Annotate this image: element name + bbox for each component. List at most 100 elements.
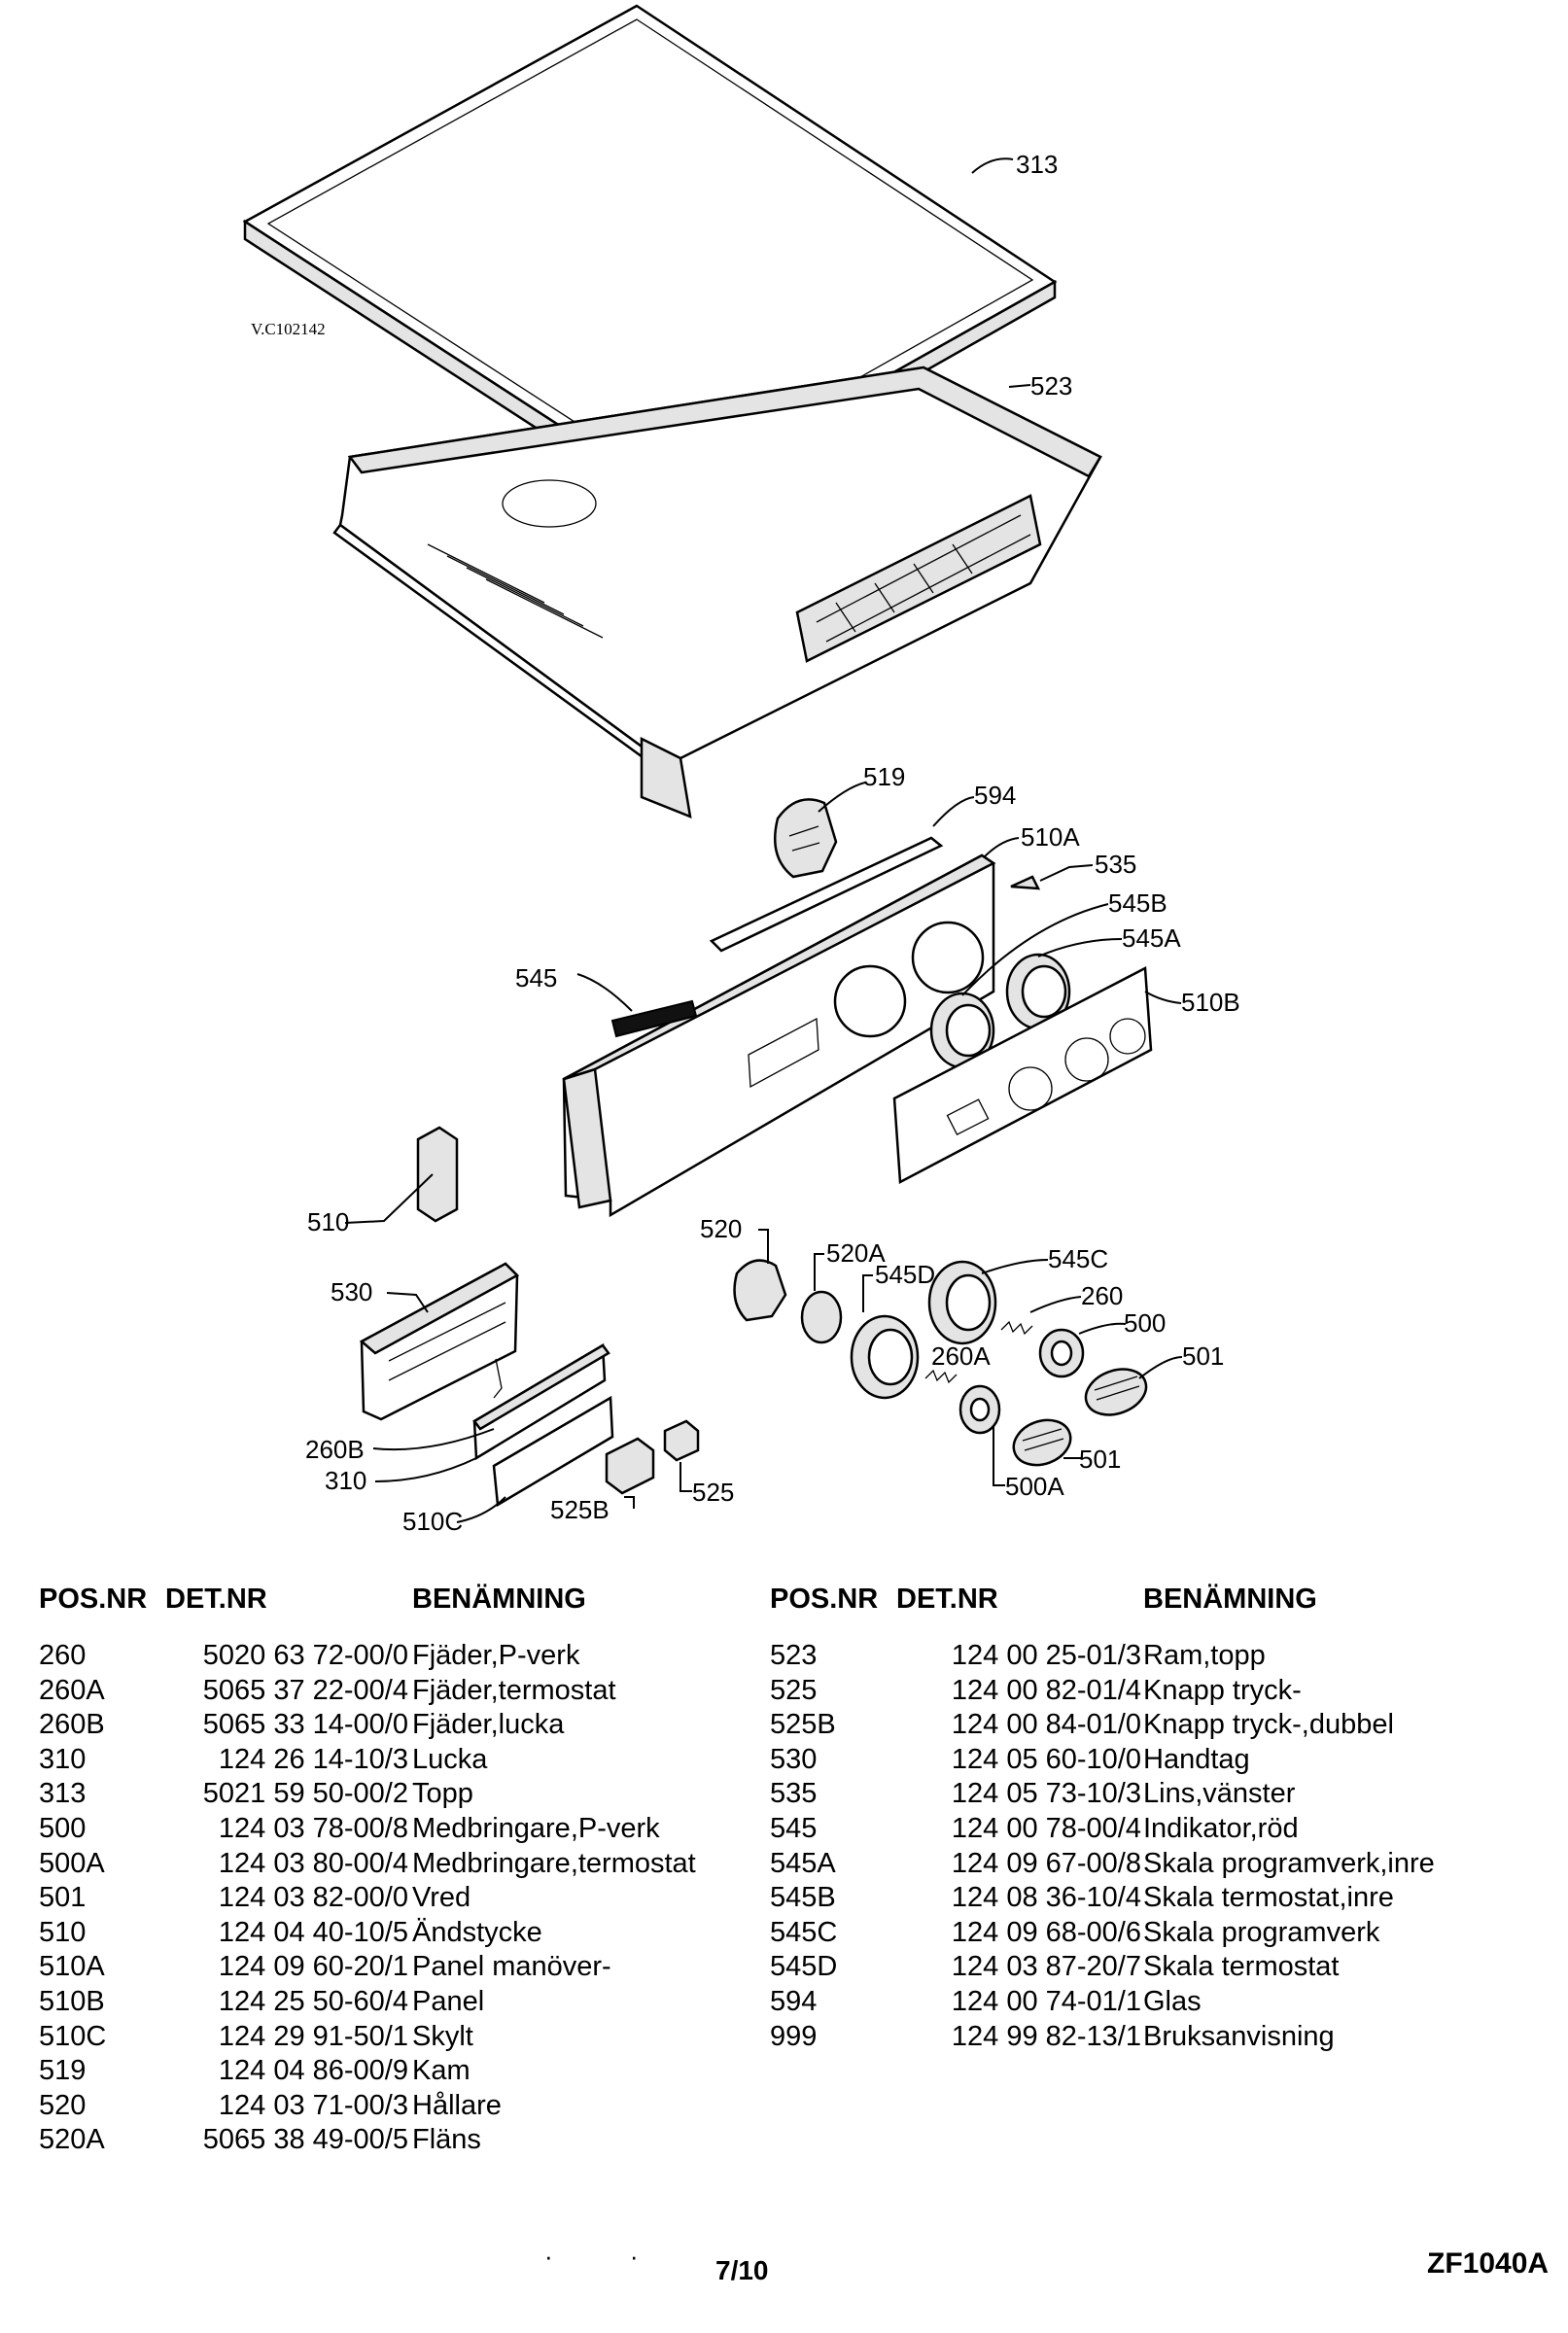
callout-501-lower: 501 [1079,1445,1121,1474]
leader-525B [624,1496,635,1509]
callout-545A: 545A [1122,923,1181,953]
table-header: POS.NR DET.NR BENÄMNING [39,1583,739,1639]
part-501-knob-lower [1012,1418,1072,1467]
cell-det-nr: 124 03 82-00/0 [218,1882,408,1914]
cell-benamning: Knapp tryck-,dubbel [1143,1709,1394,1741]
callout-545B: 545B [1108,888,1167,918]
cell-benamning: Indikator,röd [1143,1812,1299,1844]
cell-pos-nr: 510C [39,2020,107,2052]
cell-benamning: Panel [412,1985,485,2017]
callout-500A: 500A [1005,1472,1064,1501]
part-545A-knob-ring [1005,953,1071,1030]
part-500-driver [1038,1328,1085,1378]
cell-det-nr: 124 04 86-00/9 [218,2055,408,2087]
callout-545D: 545D [875,1260,935,1289]
leader-545C [981,1259,1049,1274]
cell-det-nr: 124 03 78-00/8 [218,1812,408,1844]
leader-520A [814,1253,824,1291]
callout-520: 520 [700,1214,742,1243]
cell-pos-nr: 520A [39,2124,105,2156]
cell-det-nr: 124 00 82-01/4 [951,1674,1141,1706]
leader-260B [372,1428,495,1451]
cell-det-nr: 124 00 84-01/0 [951,1709,1141,1741]
callout-594: 594 [974,781,1016,810]
cell-benamning: Vred [412,1882,471,1914]
part-260A-spring [924,1369,958,1384]
cell-det-nr: 124 09 60-20/1 [218,1951,408,1983]
cell-benamning: Ram,topp [1143,1640,1266,1671]
cell-benamning: Ändstycke [412,1916,542,1948]
cell-benamning: Knapp tryck- [1143,1674,1302,1706]
header-det-nr: DET.NR [896,1584,998,1615]
callout-510A: 510A [1021,822,1080,852]
cell-pos-nr: 545D [770,1951,838,1983]
leader-310 [374,1457,477,1482]
callout-530: 530 [331,1277,372,1306]
cell-pos-nr: 535 [770,1778,818,1810]
leader-545D [862,1274,873,1312]
leader-510A [983,837,1020,858]
cell-benamning: Medbringare,P-verk [412,1812,660,1844]
cell-benamning: Skala programverk,inre [1143,1847,1435,1879]
part-530-handle [359,1262,520,1421]
leader-545 [576,973,633,1012]
cell-det-nr: 124 08 36-10/4 [951,1882,1141,1914]
leader-535 [1039,864,1094,882]
cell-det-nr: 124 26 14-10/3 [218,1743,408,1775]
cell-benamning: Bruksanvisning [1143,2020,1335,2052]
header-benamning: BENÄMNING [412,1584,586,1615]
document-code: ZF1040A [1427,2247,1550,2280]
part-545C-program-scale [927,1260,997,1345]
cell-pos-nr: 510A [39,1951,105,1983]
cell-benamning: Medbringare,termostat [412,1847,696,1879]
part-545-red-indicator [610,999,698,1038]
cell-benamning: Hållare [412,2089,502,2121]
cell-benamning: Lucka [412,1743,488,1775]
cell-benamning: Topp [412,1778,473,1810]
header-pos-nr: POS.NR [770,1584,879,1615]
cell-det-nr: 124 25 50-60/4 [218,1985,408,2017]
part-519-cam [774,798,838,879]
cell-pos-nr: 519 [39,2055,87,2087]
part-525B-double-button [605,1437,655,1495]
cell-det-nr: 124 00 78-00/4 [951,1812,1141,1844]
cell-benamning: Kam [412,2055,470,2087]
cell-det-nr: 124 05 60-10/0 [951,1743,1141,1775]
cell-pos-nr: 545 [770,1812,818,1844]
cell-pos-nr: 260 [39,1640,87,1671]
leader-313 [971,157,1014,174]
leader-500A [993,1425,1005,1486]
cell-det-nr: 124 99 82-13/1 [951,2020,1141,2052]
part-260B-spring [493,1358,503,1399]
table-header: POS.NR DET.NR BENÄMNING [770,1583,1548,1639]
cell-det-nr: 124 29 91-50/1 [218,2020,408,2052]
cell-pos-nr: 310 [39,1743,87,1775]
callout-501-upper: 501 [1182,1341,1224,1371]
leader-545B [961,903,1109,996]
part-545B-knob-ring [929,992,995,1069]
callout-500: 500 [1124,1308,1166,1338]
cell-det-nr: 124 04 40-10/5 [218,1916,408,1948]
part-510C-sign [492,1395,614,1508]
drawing-watermark: V.C102142 [251,320,326,338]
cell-benamning: Fjäder,termostat [412,1674,616,1706]
cell-det-nr: 124 09 67-00/8 [951,1847,1141,1879]
cell-pos-nr: 525 [770,1674,818,1706]
callout-510: 510 [307,1207,349,1236]
part-260-spring [1000,1320,1033,1336]
